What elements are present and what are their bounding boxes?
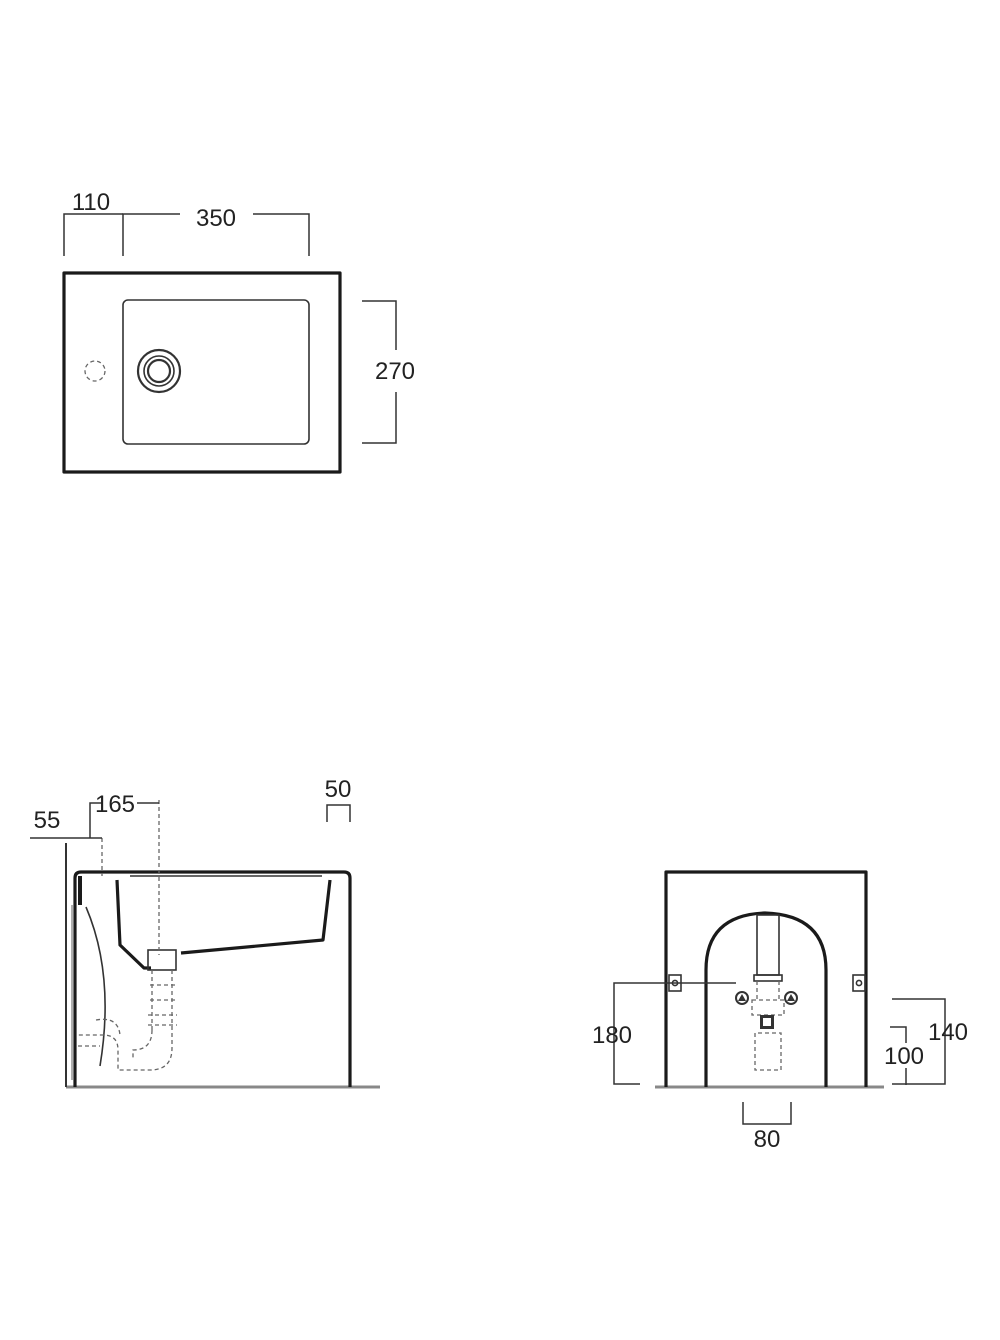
dim-label-140: 140 — [928, 1019, 968, 1046]
side-view: 55 165 50 — [30, 776, 380, 1089]
dim-line-50 — [326, 804, 351, 822]
dim-label-100: 100 — [884, 1043, 924, 1070]
top-view-outline — [62, 271, 342, 474]
valve-left-icon — [735, 991, 749, 1005]
dim-line-140 — [892, 998, 946, 1085]
dim-line-80 — [742, 1102, 792, 1125]
front-view: 180 140 100 80 — [592, 870, 968, 1153]
dim-line-110 — [63, 213, 123, 256]
drain-icon — [136, 348, 182, 394]
tap-hole-icon — [84, 360, 106, 382]
rear-trap-pipe — [751, 981, 785, 1071]
dim-label-165: 165 — [95, 791, 135, 818]
dim-label-180: 180 — [592, 1022, 632, 1049]
dim-label-110: 110 — [72, 189, 110, 216]
side-body-outline — [73, 870, 352, 1087]
valve-right-icon — [784, 991, 798, 1005]
dim-line-350 — [122, 213, 310, 256]
dim-label-55: 55 — [34, 807, 61, 834]
bowl-back-wall — [180, 879, 332, 955]
drain-flange — [753, 974, 783, 982]
inner-arc — [85, 906, 106, 1067]
dim-label-350: 350 — [196, 205, 236, 232]
front-body-outline — [664, 870, 868, 1087]
dim-line-270 — [362, 300, 397, 444]
dim-line-100 — [890, 1026, 907, 1085]
dim-label-50: 50 — [325, 776, 352, 803]
basin-bowl — [122, 299, 310, 445]
rear-arch — [704, 911, 828, 1087]
bowl-front-wall — [115, 879, 151, 970]
dim-label-80: 80 — [754, 1126, 781, 1153]
drain-pipe — [756, 914, 780, 976]
dim-label-270: 270 — [375, 358, 415, 385]
dim-line-180 — [613, 982, 736, 1085]
trap-outlet — [78, 1018, 121, 1047]
dim-line-165 — [89, 802, 159, 838]
drain-fitting — [147, 949, 177, 971]
top-view: 110 350 270 — [62, 189, 415, 474]
fixing-bracket-right-icon — [852, 974, 866, 992]
waste-outlet-icon — [760, 1015, 774, 1029]
